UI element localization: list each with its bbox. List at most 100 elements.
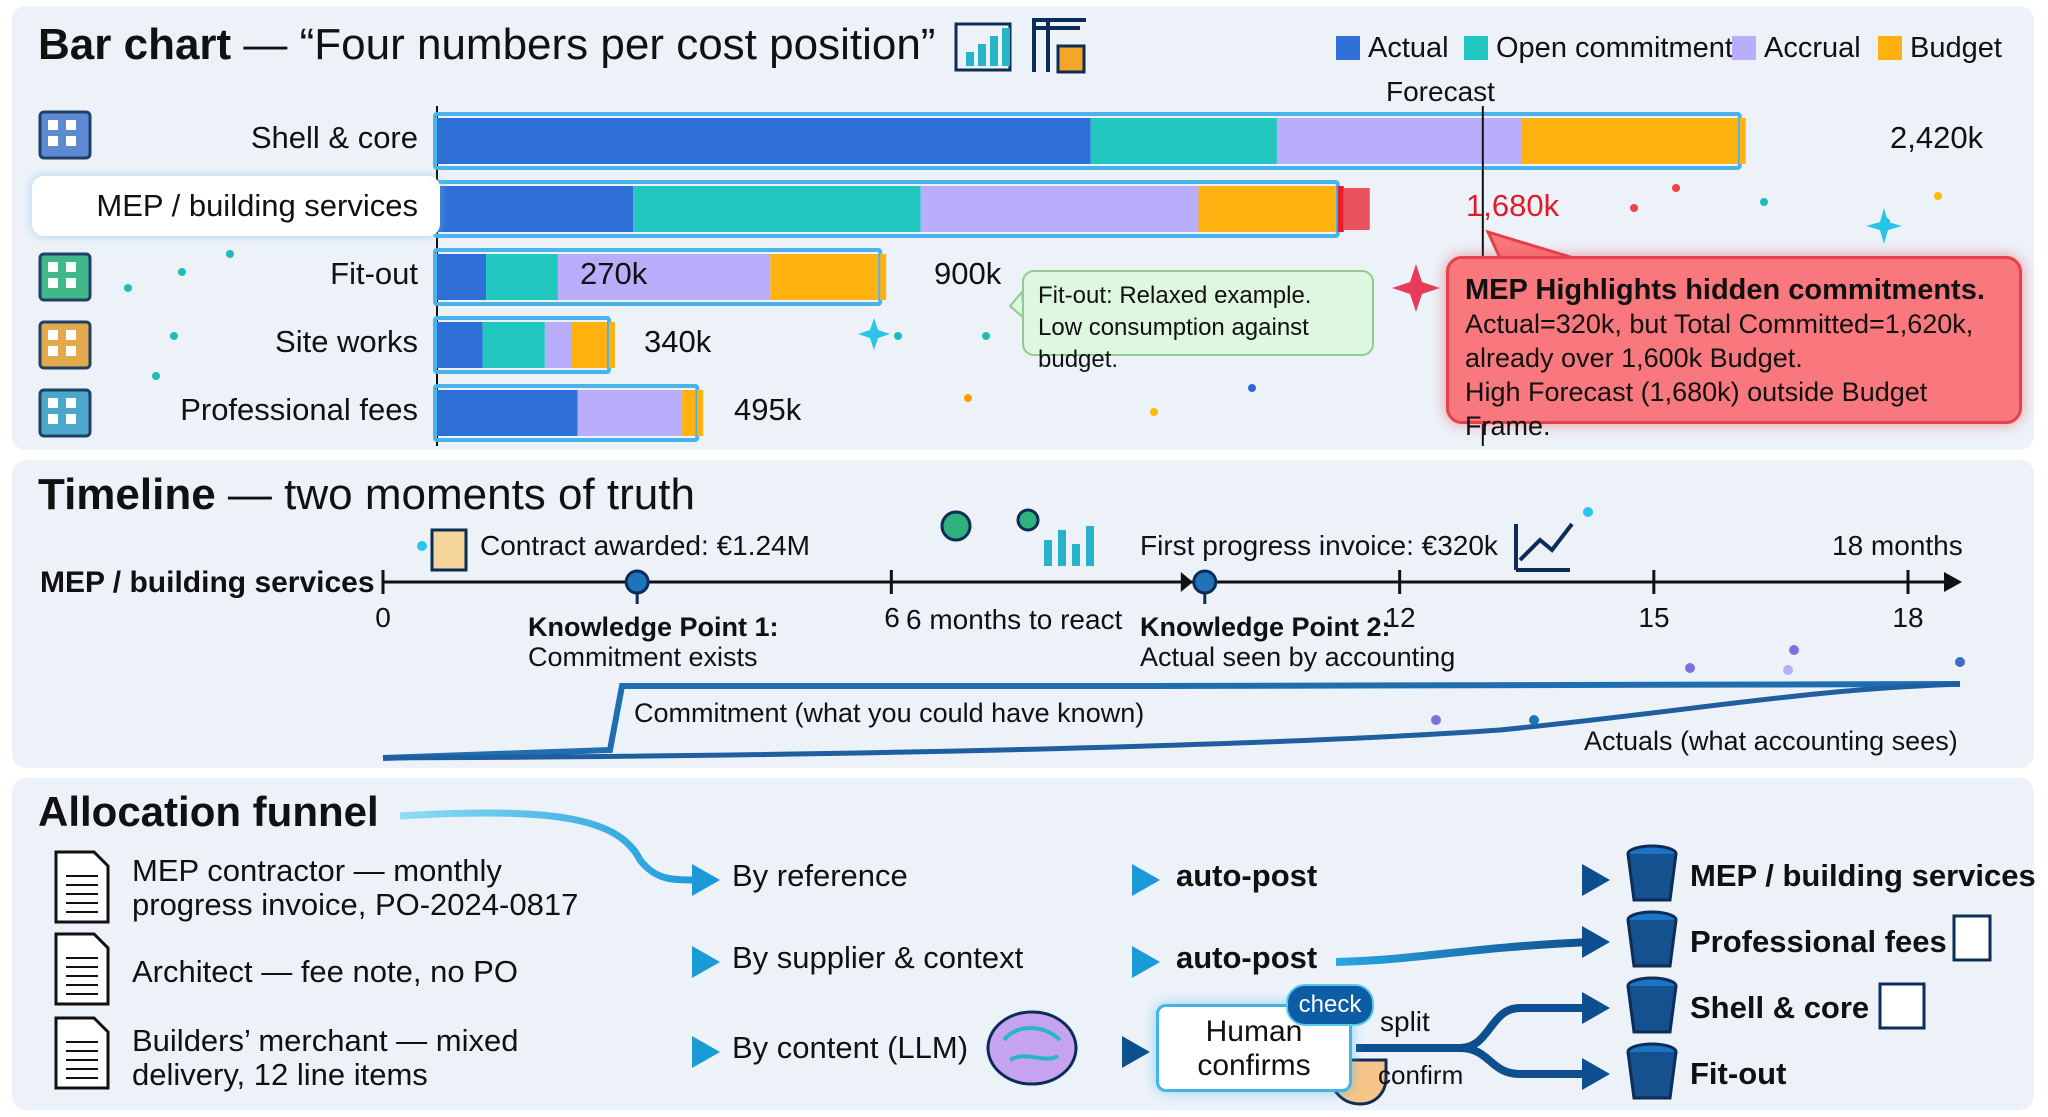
kp1-subtitle: Commitment exists [528,642,758,672]
method-by-reference: By reference [732,858,908,893]
mep-callout-heading: MEP Highlights hidden commitments. [1465,274,1985,306]
bar-site-works-accrual [544,322,571,368]
crane-icon [1032,18,1086,72]
shovel-icon [66,346,76,356]
building-icon [66,120,76,130]
value-label-site-works: 340k [644,324,712,359]
title-flow-arrow [399,809,701,884]
forecast-marker-site-works [608,322,615,368]
check-button[interactable]: check [1286,984,1374,1026]
decor-dot-2 [1760,198,1768,206]
shovel-icon [48,346,58,356]
arrow-to-professional-fees-head [1582,926,1610,958]
value-label-fit-out: 900k [934,256,1002,291]
destination-shell-core: Shell & core [1690,990,1870,1025]
forecast-marker-professional-fees [697,390,704,436]
category-label-professional-fees: Professional fees [180,392,418,427]
building-icon [48,136,58,146]
category-label-mep: MEP / building services [96,188,418,223]
event-first-invoice: First progress invoice: €320k [1140,530,1498,561]
bar-shell-core-actual [437,118,1091,164]
arrow-split-shell-core-head [1582,992,1610,1024]
tick-label-12: 12 [1384,602,1416,633]
bucket-icon [1626,919,1678,968]
bar-mep-building-services-actual [437,186,634,232]
bar-chart-icon [978,44,986,66]
shovel-icon [48,330,58,340]
destination-professional-fees: Professional fees [1690,924,1947,959]
legend-budget: Budget [1878,32,2002,65]
forecast-marker-fit-out [880,254,887,300]
building-icon [48,120,58,130]
decor-dot-timeline-2 [1789,645,1799,655]
human-line-1: Human [1205,1015,1303,1048]
decor-dot-3 [1934,192,1942,200]
bar-chart-title: Bar chart — “Four numbers per cost posit… [38,20,936,69]
shovel-icon [66,330,76,340]
bar-site-works-actual [437,322,483,368]
books-icon [48,398,58,408]
bar-mep-building-services-open-commitment [633,186,921,232]
mep-overrun-marker [1343,188,1370,230]
gear-icon [940,510,972,542]
decor-dot-timeline-0 [417,541,427,551]
arrow-to-auto-post-2-head [1132,946,1160,978]
funnel-title: Allocation funnel [38,788,379,835]
timeline-title: Timeline — two moments of truth [38,470,695,519]
mep-callout-line-1: Actual=320k, but Total Committed=1,620k, [1465,309,1974,339]
decor-dot-5 [124,284,132,292]
shirt-icon [66,262,76,272]
value-label-mep: 1,680k [1466,188,1560,223]
arrow-split-fit-out [1459,1044,1590,1078]
decor-dot-14 [964,394,972,402]
legend-swatch-budget [1878,36,1902,60]
shirt-icon [48,278,58,288]
legend-swatch-actual [1336,36,1360,60]
shirt-icon [66,278,76,288]
value-label-professional-fees: 495k [734,392,802,427]
bar-chart-icon [1002,28,1010,66]
arrow-to-by-supplier-head [692,946,720,978]
split-label: split [1380,1006,1430,1037]
mep-callout-line-3: High Forecast (1,680k) outside Budget Fr… [1465,377,1928,441]
bar-mep-building-services-accrual [920,186,1199,232]
method-by-supplier: By supplier & context [732,940,1024,975]
bar-chart-icon [990,36,998,66]
doc-builders-line-1: Builders’ merchant — mixed [132,1023,519,1058]
tick-label-6: 6 [884,602,900,633]
bar-chart-icon [966,52,974,66]
decor-dot-12 [1248,384,1256,392]
books-icon [48,414,58,424]
confirm-label: confirm [1378,1060,1464,1090]
bar-fit-out-budget [770,254,879,300]
bar-fit-out-actual [437,254,487,300]
contract-scroll-icon [430,528,468,572]
timeline-row-label: MEP / building services [40,566,375,599]
doc-mep-line-2: progress invoice, PO-2024-0817 [132,887,579,922]
forecast-label: Forecast [1386,76,1495,107]
arrow-to-mep-destination-head [1582,864,1610,896]
shovel-icon [38,320,92,370]
brain-icon [1002,1026,1062,1062]
bar-professional-fees-actual [437,390,578,436]
sparkle-icon [1866,208,1902,244]
event-contract-awarded: Contract awarded: €1.24M [480,530,810,561]
doc-builders-line-2: delivery, 12 line items [132,1057,428,1092]
timeline-arrowhead [1944,572,1962,592]
legend-swatch-accrual [1732,36,1756,60]
arrow-to-auto-post-1-head [1132,864,1160,896]
books-icon [38,388,92,438]
trend-chart-icon [1514,522,1574,572]
decor-dot-9 [152,372,160,380]
bucket-icon [1626,985,1678,1034]
sparkle-icon [1392,264,1440,312]
decor-dot-timeline-4 [1685,663,1695,673]
mep-highlight-row [32,176,440,236]
months-label: 18 months [1832,530,1963,561]
human-line-2: confirms [1197,1049,1311,1082]
building-icon [38,110,92,160]
crane-icon [1056,44,1086,74]
forecast-marker-mep-building-services [1337,186,1344,232]
bar-fit-out-accrual [557,254,771,300]
decor-dot-0 [1630,204,1638,212]
